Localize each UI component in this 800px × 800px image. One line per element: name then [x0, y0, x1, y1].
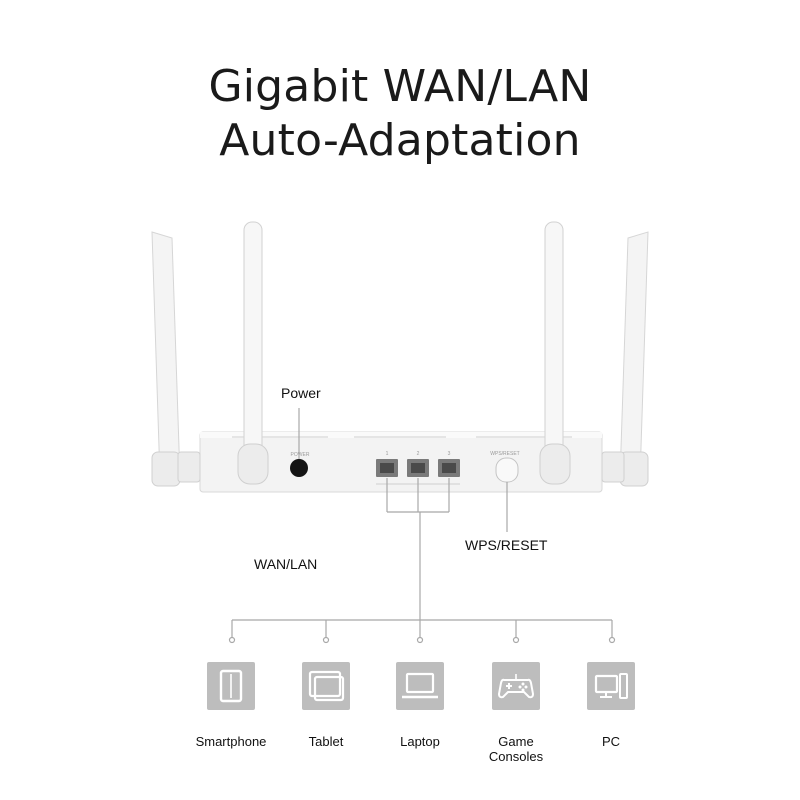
- title-line-1: Gigabit WAN/LAN: [208, 61, 592, 112]
- device-tree-dots: [228, 636, 616, 644]
- antenna-right-inner: [539, 221, 571, 485]
- smartphone-icon: [207, 662, 255, 710]
- device-label-tablet: Tablet: [308, 734, 344, 749]
- device-label-laptop: Laptop: [400, 734, 440, 749]
- wps-reset-label: WPS/RESET: [465, 537, 548, 553]
- power-label: Power: [281, 385, 321, 401]
- power-port: POWER: [290, 452, 310, 477]
- antenna-left-inner: [237, 221, 269, 485]
- antenna-right-outer: [619, 231, 649, 487]
- port-number-2: 2: [417, 451, 420, 457]
- port-number-3: 3: [448, 451, 451, 457]
- pc-icon: [587, 662, 635, 710]
- svg-text:WPS/RESET: WPS/RESET: [490, 451, 519, 457]
- device-label-game-consoles: Game Consoles: [461, 734, 571, 764]
- page-title: Gigabit WAN/LAN Auto-Adaptation: [0, 60, 800, 168]
- port-number-1: 1: [386, 451, 389, 457]
- title-line-2: Auto-Adaptation: [219, 115, 581, 166]
- svg-text:POWER: POWER: [291, 452, 310, 458]
- gamepad-icon: [492, 662, 540, 710]
- device-label-pc: PC: [601, 734, 621, 749]
- device-tree-lines: [231, 619, 613, 638]
- wps-reset-button: WPS/RESET: [490, 451, 520, 483]
- wan-lan-label: WAN/LAN: [254, 556, 318, 572]
- device-label-smartphone: Smartphone: [195, 734, 267, 749]
- device-label-game: Game: [498, 734, 534, 749]
- ethernet-ports: [376, 459, 460, 485]
- laptop-icon: [396, 662, 444, 710]
- device-label-consoles: Consoles: [488, 749, 544, 764]
- antenna-left-outer: [151, 231, 181, 487]
- tablet-icon: [302, 662, 350, 710]
- wan-lan-connector-lines: [386, 478, 450, 638]
